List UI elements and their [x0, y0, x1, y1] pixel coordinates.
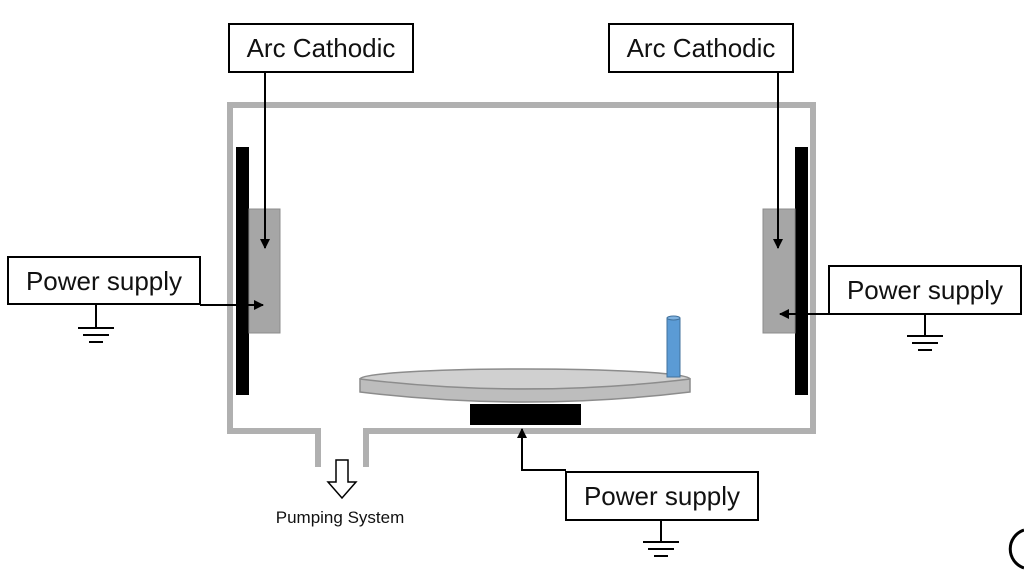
substrate-table-body	[359, 378, 691, 403]
pumping-system-label: Pumping System	[276, 508, 405, 527]
power-supply-left-box	[7, 256, 201, 305]
ground-bottom-icon	[643, 520, 679, 557]
ground-right-icon	[907, 314, 943, 351]
power-supply-bottom-label: Power supply	[584, 481, 740, 511]
arc-cathodic-right-box	[608, 23, 794, 73]
power-supply-bottom-arrow	[517, 428, 566, 471]
arc-cathodic-left-label: Arc Cathodic	[247, 33, 396, 63]
ground-left-icon	[78, 304, 114, 343]
power-supply-right-label: Power supply	[847, 275, 1003, 305]
arc-cathodic-left-box	[228, 23, 414, 73]
chamber-wall	[227, 102, 816, 467]
substrate-base	[470, 404, 581, 425]
sample-top	[666, 315, 681, 321]
left-electrode	[236, 147, 249, 395]
power-supply-left-label: Power supply	[26, 266, 182, 296]
sample	[666, 317, 681, 378]
arc-cathodic-right-label: Arc Cathodic	[627, 33, 776, 63]
right-electrode	[795, 147, 808, 395]
pumping-arrow-icon	[326, 459, 358, 500]
corner-circle-icon	[1008, 528, 1024, 570]
power-supply-bottom-box	[565, 471, 759, 521]
